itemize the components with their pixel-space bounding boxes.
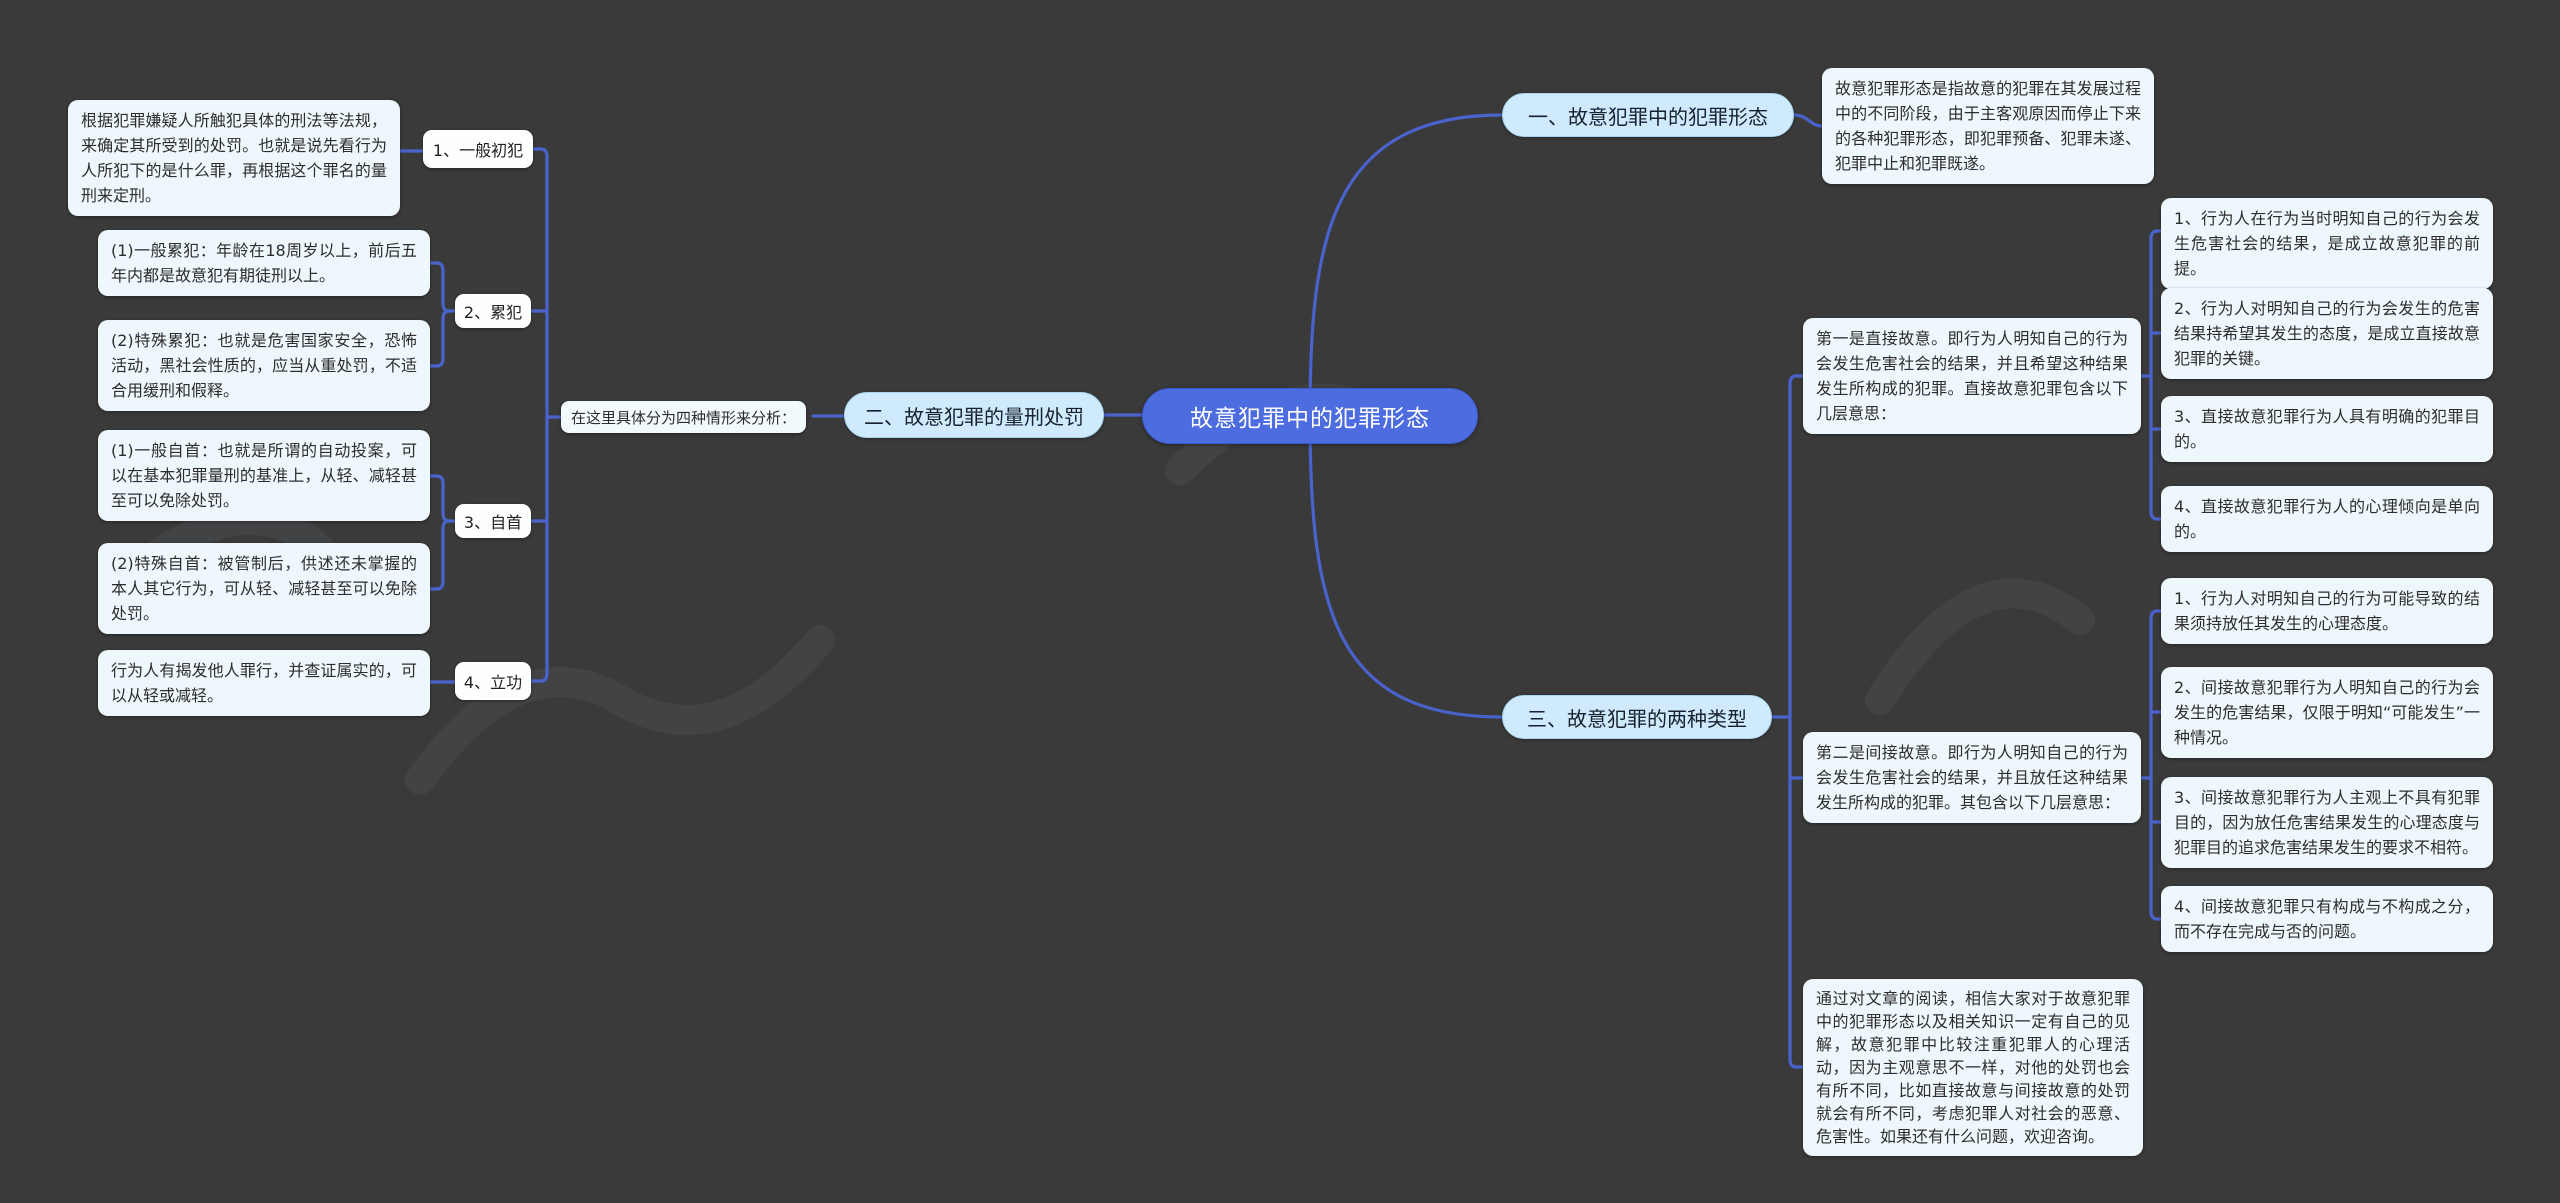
node-direct-point-2[interactable]: 2、行为人对明知自己的行为会发生的危害结果持希望其发生的态度，是成立直接故意犯罪… <box>2161 288 2493 379</box>
node-detail-merit[interactable]: 行为人有揭发他人罪行，并查证属实的，可以从轻或减轻。 <box>98 650 430 716</box>
node-label-surrender[interactable]: 3、自首 <box>455 504 531 538</box>
node-detail-surrender-special[interactable]: (2)特殊自首：被管制后，供述还未掌握的本人其它行为，可从轻、减轻甚至可以免除处… <box>98 543 430 634</box>
node-indirect-point-2[interactable]: 2、间接故意犯罪行为人明知自己的行为会发生的危害结果，仅限于明知“可能发生”一种… <box>2161 667 2493 758</box>
node-indirect-point-3[interactable]: 3、间接故意犯罪行为人主观上不具有犯罪目的，因为放任危害结果发生的心理态度与犯罪… <box>2161 777 2493 868</box>
node-detail-recidivist-special[interactable]: (2)特殊累犯：也就是危害国家安全，恐怖活动，黑社会性质的，应当从重处罚，不适合… <box>98 320 430 411</box>
node-label-merit[interactable]: 4、立功 <box>455 662 531 700</box>
node-detail-surrender-general[interactable]: (1)一般自首：也就是所谓的自动投案，可以在基本犯罪量刑的基准上，从轻、减轻甚至… <box>98 430 430 521</box>
node-direct-point-1[interactable]: 1、行为人在行为当时明知自己的行为会发生危害社会的结果，是成立故意犯罪的前提。 <box>2161 198 2493 289</box>
node-detail-recidivist-general[interactable]: (1)一般累犯：年龄在18周岁以上，前后五年内都是故意犯有期徒刑以上。 <box>98 230 430 296</box>
node-indirect-point-4[interactable]: 4、间接故意犯罪只有构成与不构成之分，而不存在完成与否的问题。 <box>2161 886 2493 952</box>
node-note-crime-forms[interactable]: 故意犯罪形态是指故意的犯罪在其发展过程中的不同阶段，由于主客观原因而停止下来的各… <box>1822 68 2154 184</box>
node-topic-sentencing[interactable]: 二、故意犯罪的量刑处罚 <box>844 392 1104 438</box>
node-indirect-point-1[interactable]: 1、行为人对明知自己的行为可能导致的结果须持放任其发生的心理态度。 <box>2161 578 2493 644</box>
node-detail-first-offense[interactable]: 根据犯罪嫌疑人所触犯具体的刑法等法规，来确定其所受到的处罚。也就是说先看行为人所… <box>68 100 400 216</box>
node-conclusion[interactable]: 通过对文章的阅读，相信大家对于故意犯罪中的犯罪形态以及相关知识一定有自己的见解，… <box>1803 979 2143 1156</box>
node-label-first-offense[interactable]: 1、一般初犯 <box>423 130 533 168</box>
node-direct-point-3[interactable]: 3、直接故意犯罪行为人具有明确的犯罪目的。 <box>2161 396 2493 462</box>
node-topic-crime-forms[interactable]: 一、故意犯罪中的犯罪形态 <box>1502 93 1794 137</box>
node-topic-two-types[interactable]: 三、故意犯罪的两种类型 <box>1502 695 1772 739</box>
node-central-topic[interactable]: 故意犯罪中的犯罪形态 <box>1142 388 1478 444</box>
node-direct-point-4[interactable]: 4、直接故意犯罪行为人的心理倾向是单向的。 <box>2161 486 2493 552</box>
node-summary-indirect-intent[interactable]: 第二是间接故意。即行为人明知自己的行为会发生危害社会的结果，并且放任这种结果发生… <box>1803 732 2141 823</box>
node-label-recidivist[interactable]: 2、累犯 <box>455 294 531 328</box>
node-note-four-situations[interactable]: 在这里具体分为四种情形来分析： <box>561 401 807 433</box>
node-summary-direct-intent[interactable]: 第一是直接故意。即行为人明知自己的行为会发生危害社会的结果，并且希望这种结果发生… <box>1803 318 2141 434</box>
